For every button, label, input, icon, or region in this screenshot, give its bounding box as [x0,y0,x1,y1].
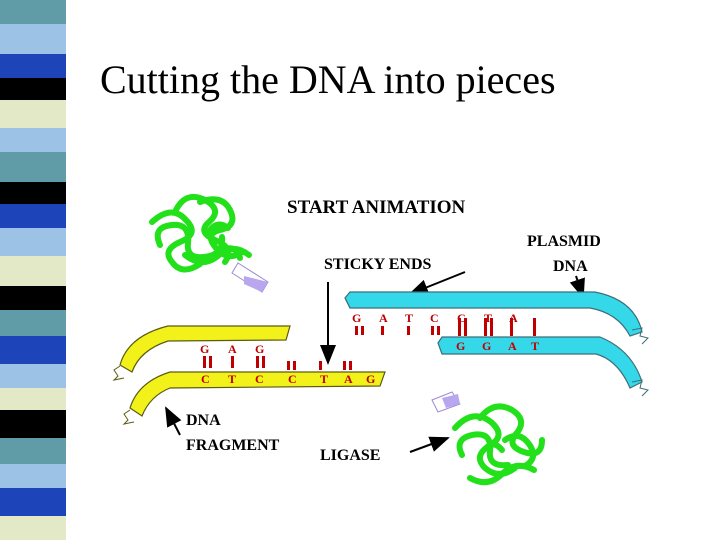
plasmid-bottom-base-4: T [531,339,539,353]
fragment-bottom-base-3: C [255,372,264,386]
sidebar-block [0,516,66,540]
sidebar-block [0,336,66,364]
fragment-bottom-base-5: T [320,372,328,386]
fragment-bottom-base-2: T [228,372,236,386]
fragment-top-base-1: G [200,342,209,356]
plasmid-top-base-1: G [352,311,361,325]
sidebar-block [0,464,66,488]
sidebar-block [0,152,66,182]
fragment-top-base-3: G [255,342,264,356]
sidebar-block [0,0,66,24]
plasmid-base-marks: G A T C C T A G G A T [352,311,539,353]
ligase-label: LIGASE [320,447,380,464]
fragment-bottom-base-6: A [344,372,353,386]
plasmid-top-base-3: T [405,311,413,325]
plasmid-top-base-4: C [430,311,439,325]
fragment-base-marks: G A G C T C C T A G [200,342,375,386]
ligase-enzyme-icon [431,391,545,486]
plasmid-top-base-2: A [379,311,388,325]
decorative-sidebar [0,0,66,540]
plasmid-top-base-6: T [484,311,492,325]
plasmid-label-line2: DNA [553,258,588,275]
sidebar-block [0,78,66,100]
sidebar-block [0,100,66,128]
sidebar-block [0,256,66,286]
sidebar-block [0,310,66,336]
plasmid-top-base-7: A [509,311,518,325]
sidebar-block [0,228,66,256]
slide-title: Cutting the DNA into pieces [100,57,556,102]
fragment-bottom-base-7: G [366,372,375,386]
fragment-bottom-base-4: C [288,372,297,386]
plasmid-dna-strands [344,291,649,397]
sticky-ends-label: STICKY ENDS [324,256,432,273]
plasmid-label-line1: PLASMID [527,233,601,250]
ligase-arrow [409,436,450,453]
fragment-arrow [165,406,182,436]
plasmid-top-base-5: C [457,311,466,325]
sidebar-block [0,54,66,78]
sidebar-block [0,182,66,204]
sidebar-block [0,204,66,228]
sidebar-block [0,410,66,438]
restriction-enzyme-icon [149,194,269,293]
start-animation-label: START ANIMATION [287,197,466,218]
sticky-ends-right-arrow [408,271,466,295]
plasmid-bottom-base-1: G [456,339,465,353]
sidebar-block [0,128,66,152]
fragment-top-base-2: A [228,342,237,356]
fragment-label-line2: FRAGMENT [186,437,280,454]
sidebar-block [0,438,66,464]
sidebar-block [0,286,66,310]
dna-fragment-strands [112,325,386,425]
sidebar-block [0,388,66,410]
sidebar-block [0,364,66,388]
fragment-bottom-base-1: C [201,372,210,386]
plasmid-bottom-base-2: G [482,339,491,353]
plasmid-bottom-base-3: A [508,339,517,353]
fragment-label-line1: DNA [186,412,221,429]
sidebar-block [0,24,66,54]
sidebar-block [0,488,66,516]
